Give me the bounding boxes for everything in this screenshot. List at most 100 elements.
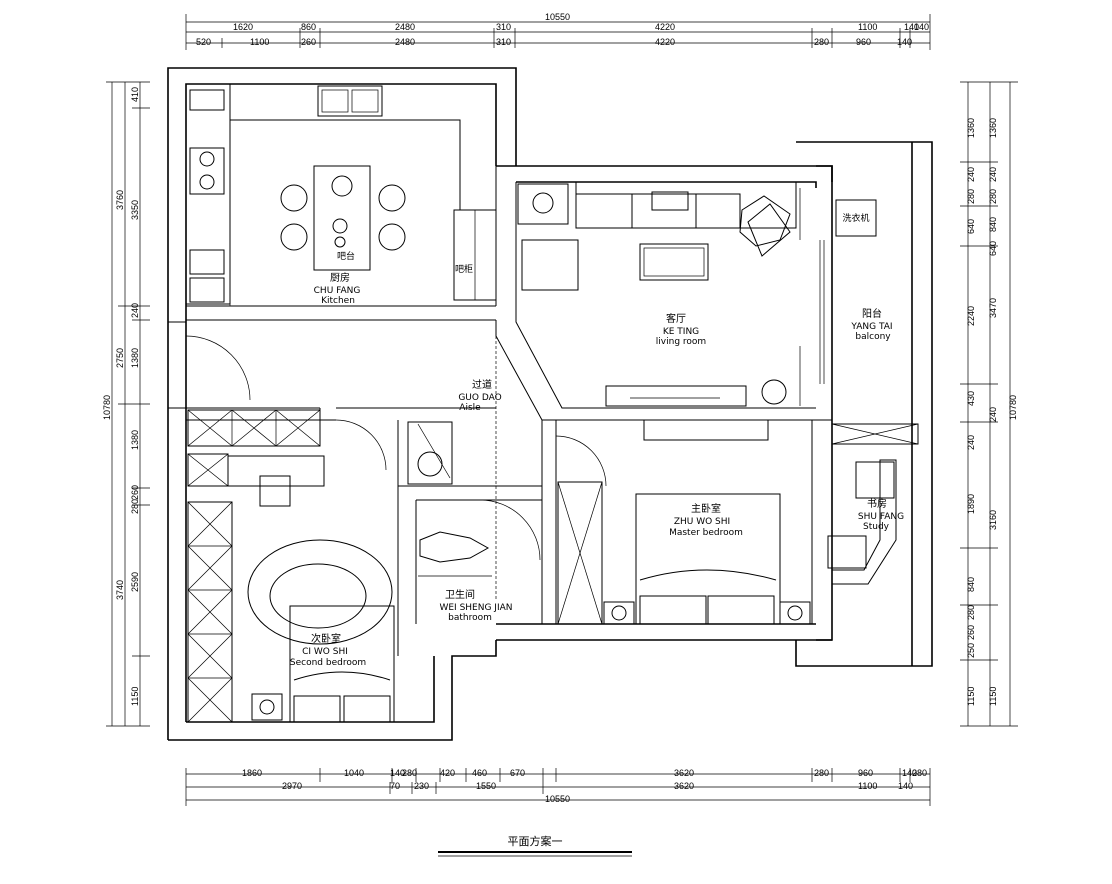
dim-left-total: 10780 — [102, 395, 112, 420]
dim-bot-total: 10550 — [545, 794, 570, 804]
dim-top-r2-6: 4220 — [655, 37, 675, 47]
dim-right-i12: 250 — [966, 643, 976, 658]
wall-cabinet — [643, 419, 769, 441]
dim-top-1: 1620 — [233, 22, 253, 32]
dim-bot-r2-7: 140 — [898, 781, 913, 791]
balcony-name-pinyin: YANG TAI — [850, 322, 892, 332]
dim-right-o9: 1150 — [988, 687, 998, 706]
dim-right-i10: 280 — [966, 605, 976, 620]
interior-walls — [168, 166, 833, 656]
toilet-icon — [419, 531, 490, 563]
dim-top-5: 4220 — [655, 22, 675, 32]
dim-left-i8: 2590 — [130, 572, 140, 592]
sofa — [575, 181, 797, 229]
dim-right-i3: 280 — [966, 189, 976, 204]
dim-top-2: 860 — [301, 22, 316, 32]
bathroom-name-pinyin: WEI SHENG JIAN — [439, 603, 512, 613]
armchair — [521, 239, 579, 291]
lamp-icon — [787, 605, 803, 621]
dim-right-i13: 1150 — [966, 687, 976, 706]
dim-bot-12: 280 — [912, 768, 927, 778]
bottom-dimensions: 1860 1040 140 280 420 460 670 3620 280 9… — [185, 768, 931, 806]
balcony: 洗衣机 阳台 YANG TAI balcony — [819, 199, 893, 384]
cabinet-label: 吧柜 — [455, 263, 473, 275]
study: 书房 SHU FANG Study — [827, 423, 919, 585]
dim-top-r2-1: 520 — [196, 37, 211, 47]
second-name-pinyin: CI WO SHI — [302, 647, 348, 657]
dim-bot-r2-4: 1550 — [476, 781, 496, 791]
nightstand — [251, 693, 283, 721]
dim-right-total: 10780 — [1008, 395, 1018, 420]
dim-bot-1: 1860 — [242, 768, 262, 778]
cushion — [651, 191, 689, 211]
plant-icon — [331, 175, 353, 197]
burner-icon — [199, 151, 215, 167]
dim-top-r2-4: 2480 — [395, 37, 415, 47]
dim-bot-r2-6: 1100 — [858, 781, 877, 791]
dim-top-total: 10550 — [545, 12, 570, 22]
dim-bot-7: 670 — [510, 768, 525, 778]
dim-top-7: 140 — [904, 22, 919, 32]
aisle-name-cn: 过道 — [472, 378, 492, 391]
dim-right-o7: 240 — [988, 407, 998, 422]
washer-label: 洗衣机 — [842, 212, 869, 224]
dim-right-i7: 240 — [966, 435, 976, 450]
master-name-cn: 主卧室 — [691, 502, 721, 515]
master-name-pinyin: ZHU WO SHI — [674, 517, 730, 527]
bar-label: 吧台 — [337, 250, 355, 262]
dim-left-i5: 1380 — [130, 430, 140, 450]
dim-top-r2-7: 280 — [814, 37, 829, 47]
washer — [835, 199, 877, 237]
dim-right-o4: 280 — [988, 189, 998, 204]
dim-bot-r2-1: 2970 — [282, 781, 302, 791]
dim-top-r2-5: 310 — [496, 37, 511, 47]
wardrobe — [187, 501, 233, 723]
bathroom-name-en: bathroom — [448, 613, 492, 623]
study-name-pinyin: SHU FANG — [858, 512, 904, 522]
living-name-cn: 客厅 — [666, 312, 686, 325]
door-swing — [555, 435, 607, 487]
dim-left-i4: 1380 — [130, 348, 140, 368]
dim-right-i4: 640 — [966, 219, 976, 234]
kitchen: 吧台 吧柜 厨房 CHU FANG Kitchen — [185, 83, 497, 306]
aisle-name-en: Aisle — [459, 403, 481, 413]
stove — [189, 147, 225, 195]
second-bedroom: 次卧室 CI WO SHI Second bedroom — [187, 409, 395, 723]
kitchen-sink — [317, 85, 383, 117]
dim-bot-9: 280 — [814, 768, 829, 778]
dim-bot-5: 420 — [440, 768, 455, 778]
study-desk — [831, 459, 897, 585]
nightstand — [603, 601, 635, 625]
dim-right-o3: 840 — [988, 217, 998, 232]
lamp-icon — [532, 192, 554, 214]
study-name-en: Study — [863, 522, 890, 532]
lamp-icon — [259, 699, 275, 715]
desk — [227, 455, 325, 487]
dim-top-r2-9: 140 — [897, 37, 912, 47]
balcony-name-en: balcony — [855, 332, 891, 342]
kitchen-name-en: Kitchen — [321, 296, 355, 306]
exterior-walls — [167, 67, 933, 741]
basin-icon — [417, 451, 443, 477]
living-name-en: living room — [656, 337, 706, 347]
door-swing — [185, 335, 251, 401]
master-name-en: Master bedroom — [669, 528, 743, 538]
second-name-cn: 次卧室 — [311, 632, 341, 645]
dim-right-o5: 640 — [988, 241, 998, 256]
second-name-en: Second bedroom — [290, 658, 366, 668]
dim-bot-r2-3: 230 — [414, 781, 429, 791]
nightstand — [779, 601, 811, 625]
wardrobe — [557, 481, 603, 625]
plant-icon — [761, 379, 787, 405]
dim-top-r2-3: 260 — [301, 37, 316, 47]
dim-right-i5: 2240 — [966, 306, 976, 326]
dim-bot-8: 3620 — [674, 768, 694, 778]
dim-left-o3: 3740 — [115, 580, 125, 600]
dim-right-o1: 1360 — [988, 118, 998, 138]
dim-right-o2: 240 — [988, 167, 998, 182]
dim-right-i2: 240 — [966, 167, 976, 182]
living-name-pinyin: KE TING — [663, 327, 699, 337]
dim-top-6: 1100 — [858, 22, 877, 32]
dim-right-o8: 3160 — [988, 510, 998, 530]
